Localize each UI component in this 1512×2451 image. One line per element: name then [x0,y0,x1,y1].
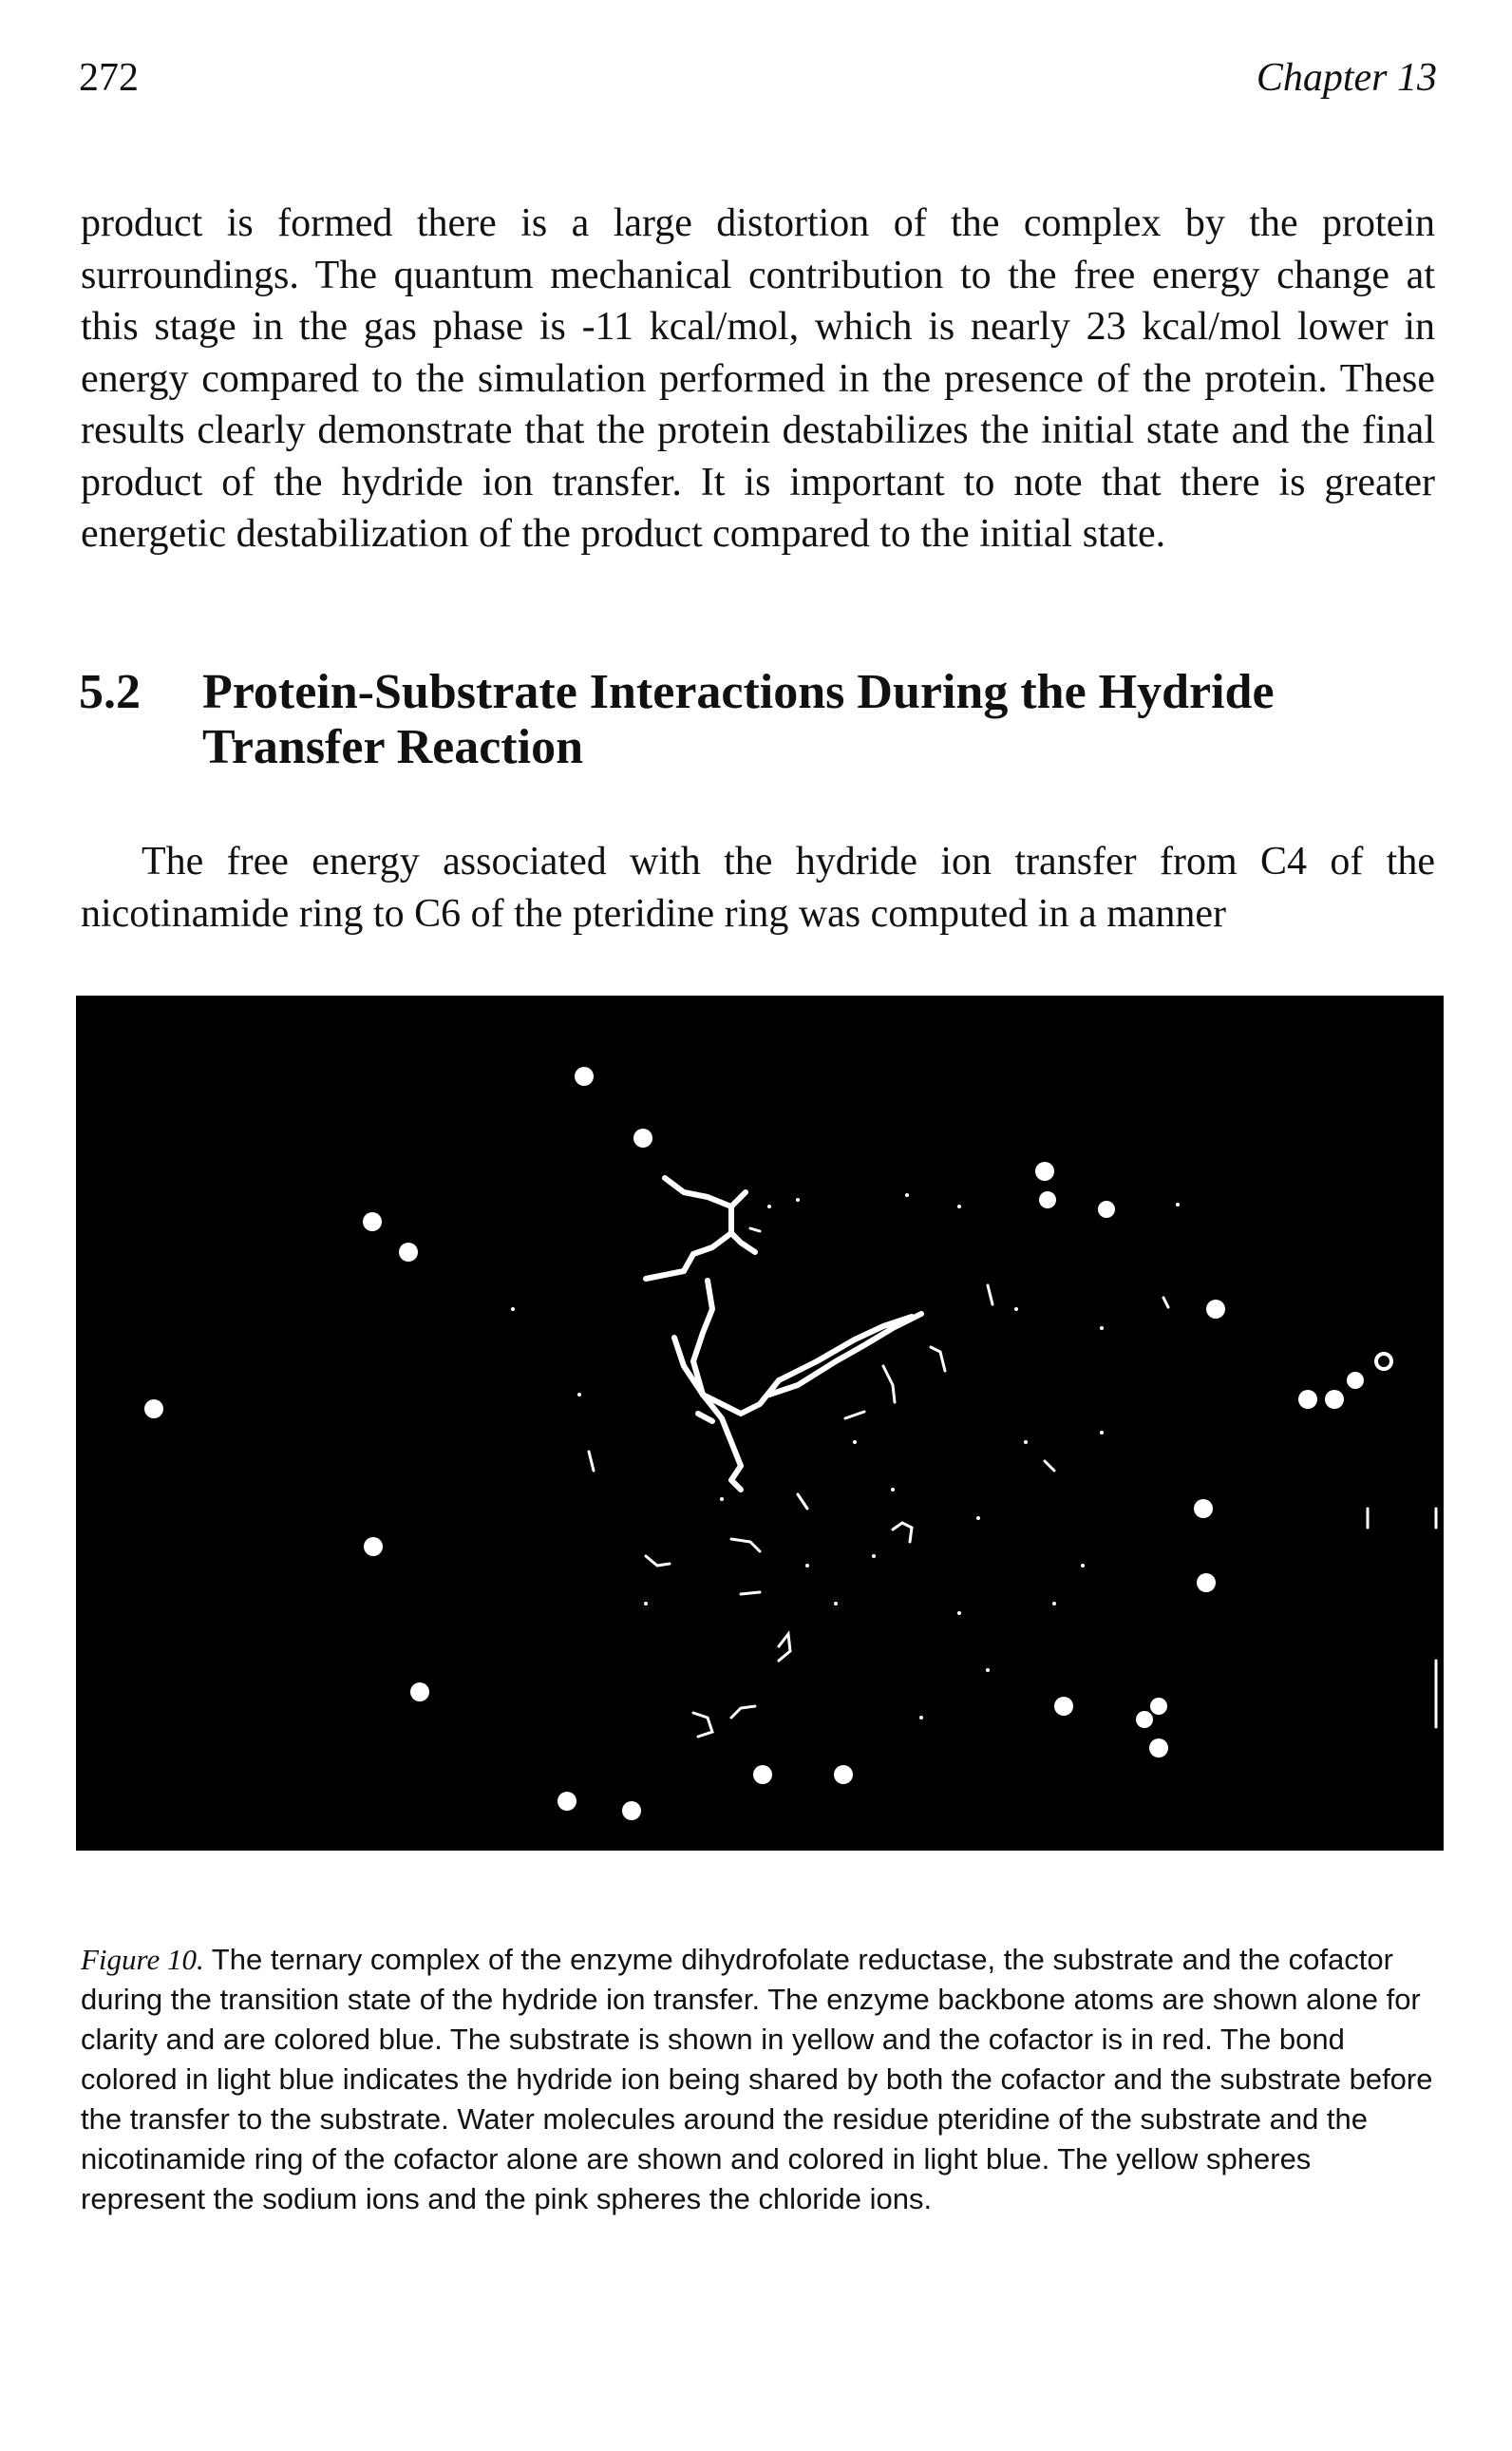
molecular-structure-render [76,996,1444,1851]
figure-label: Figure 10. [81,1943,204,1976]
figure-caption: Figure 10. The ternary complex of the en… [81,1940,1435,2219]
section-title: Protein-Substrate Interactions During th… [202,665,1275,774]
section-number: 5.2 [79,665,141,719]
page-number: 272 [79,56,139,100]
molecule-sticks [643,1175,924,1492]
figure-caption-text: The ternary complex of the enzyme dihydr… [81,1943,1433,2215]
page-header: 272 Chapter 13 [79,55,1437,112]
running-head: Chapter 13 [1256,56,1437,100]
ion-spheres [144,1067,1393,1820]
molecular-structure-figure [76,996,1444,1851]
body-paragraph: The free energy associated with the hydr… [81,840,1435,936]
water-and-backbone-fragments [587,1226,1438,1738]
body-paragraph: product is formed there is a large disto… [81,201,1435,556]
scattered-atoms [511,1193,1180,1720]
